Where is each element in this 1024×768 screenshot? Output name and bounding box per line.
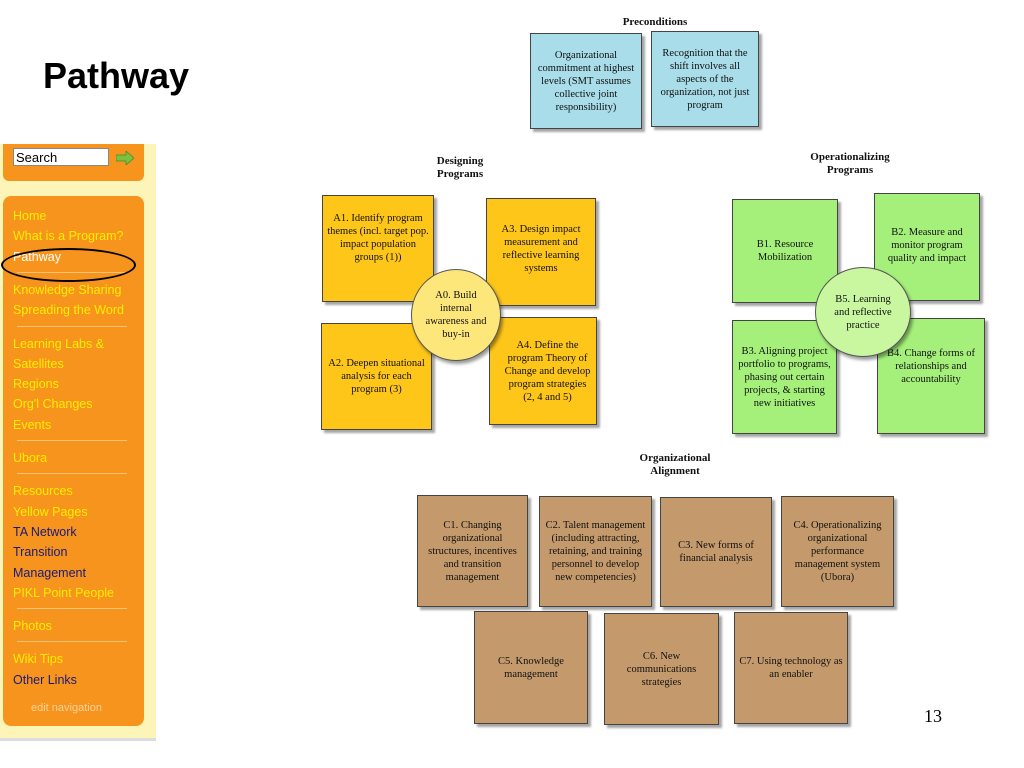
preconditions-header: Preconditions xyxy=(622,16,688,28)
b1-box: B1. Resource Mobilization xyxy=(732,199,838,303)
nav-link-knowledge-sharing[interactable]: Knowledge Sharing xyxy=(13,282,122,297)
nav-link-events[interactable]: Events xyxy=(13,417,52,432)
nav-link-satellites[interactable]: Satellites xyxy=(13,356,64,371)
c6-box: C6. New communications strategies xyxy=(604,613,719,725)
c2-box: C2. Talent management (including attract… xyxy=(539,496,652,607)
c7-box: C7. Using technology as an enabler xyxy=(734,612,848,724)
alignment-header: Organizational Alignment xyxy=(639,452,711,477)
page-number: 13 xyxy=(924,706,942,726)
nav-link-what-is-a-program[interactable]: What is a Program? xyxy=(13,229,124,244)
c4-box: C4. Operationalizing organizational perf… xyxy=(781,496,894,607)
c5-box: C5. Knowledge management xyxy=(474,611,588,724)
c1-box: C1. Changing organizational structures, … xyxy=(417,495,528,607)
nav-separator xyxy=(17,325,127,327)
nav-link-resources[interactable]: Resources xyxy=(13,484,73,499)
nav-separator xyxy=(17,473,127,475)
nav-link-learning-labs[interactable]: Learning Labs & xyxy=(13,336,105,351)
nav-link-spreading-the-word[interactable]: Spreading the Word xyxy=(13,303,124,318)
sidebar-divider xyxy=(0,738,156,741)
nav-link-org-l-changes[interactable]: Org'l Changes xyxy=(13,397,93,412)
a4-box: A4. Define the program Theory of Change … xyxy=(489,317,597,425)
nav-link-ubora[interactable]: Ubora xyxy=(13,451,48,465)
nav-separator xyxy=(17,608,127,610)
highlight-circle xyxy=(1,248,136,282)
precondition-box-2: Recognition that the shift involves all … xyxy=(651,31,759,127)
a0-circle: A0. Build internal awareness and buy-in xyxy=(411,269,501,361)
b5-circle: B5. Learning and reflective practice xyxy=(815,267,911,357)
arrow-right-icon[interactable] xyxy=(116,151,134,165)
search-input[interactable]: Search xyxy=(13,148,109,166)
nav-link-pikl-point-people[interactable]: PIKL Point People xyxy=(13,585,114,600)
b3-box: B3. Aligning project portfolio to progra… xyxy=(732,320,837,434)
nav-link-photos[interactable]: Photos xyxy=(13,619,52,634)
designing-header: Designing Programs xyxy=(436,155,484,180)
nav-link-regions[interactable]: Regions xyxy=(13,377,59,392)
operationalizing-header: Operationalizing Programs xyxy=(810,151,890,176)
nav-link-ta-network[interactable]: TA Network xyxy=(13,524,77,539)
nav-separator xyxy=(17,641,127,643)
nav-link-wiki-tips[interactable]: Wiki Tips xyxy=(13,652,63,667)
a3-box: A3. Design impact measurement and reflec… xyxy=(486,198,596,306)
c3-box: C3. New forms of financial analysis xyxy=(660,497,772,607)
precondition-box-1: Organizational commitment at highest lev… xyxy=(530,33,642,129)
a1-box: A1. Identify program themes (incl. targe… xyxy=(322,195,434,302)
nav-link-home[interactable]: Home xyxy=(13,209,47,223)
nav-link-other-links[interactable]: Other Links xyxy=(13,672,77,687)
nav-link-transition[interactable]: Transition xyxy=(13,545,68,560)
slide-title: Pathway xyxy=(43,55,190,96)
edit-navigation-link[interactable]: edit navigation xyxy=(31,702,102,714)
nav-link-yellow-pages[interactable]: Yellow Pages xyxy=(13,504,88,519)
search-panel: Search xyxy=(3,144,144,181)
a2-box: A2. Deepen situational analysis for each… xyxy=(321,323,432,430)
nav-link-management[interactable]: Management xyxy=(13,565,86,580)
nav-separator xyxy=(17,440,127,441)
